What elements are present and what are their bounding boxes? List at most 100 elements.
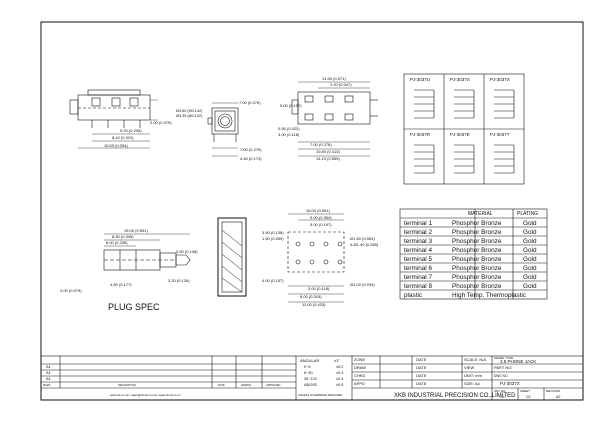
tolerance-cell: 6~30 <box>304 371 313 375</box>
material-cell: High Temp. Thermoplastic <box>452 292 527 299</box>
schematic-cell: PJ-3037S <box>450 77 475 119</box>
top-dim-2: 1.20 (0.047) <box>330 82 352 87</box>
material-cell: plastic <box>404 292 423 299</box>
tolerance-cell: ±0.2 <box>336 365 343 369</box>
material-cell: terminal 4 <box>404 247 433 254</box>
tolerance-cell: ABOVE <box>304 383 318 387</box>
tolerance-cell: 0~6 <box>304 365 310 369</box>
pcb-dim-11: 4-Ø1.40 (0.055) <box>350 242 379 247</box>
material-cell: Phosphor Bronze <box>452 265 502 272</box>
company-name: XKB INDUSTRIAL PRECISION CO.,LIMITED <box>394 393 516 399</box>
plug-spec: 15.00 (0.591) 8.50 (0.335) 6.00 (0.236) … <box>60 228 198 312</box>
dwg-value: PJ-3037X <box>500 381 520 386</box>
pcb-dim-2: 9.00 (0.354) <box>310 215 332 220</box>
schematic-label: PJ-3037U <box>410 77 430 82</box>
schematic-label: PJ-3037E <box>450 132 470 137</box>
material-cell: Phosphor Bronze <box>452 274 502 281</box>
material-cell: Gold <box>523 247 537 254</box>
tol-angular: ANGULAR <box>300 358 319 363</box>
material-cell: Gold <box>523 238 537 245</box>
side-dim-1: 2.00 (0.079) <box>150 120 172 125</box>
sheet-value-3: A0 <box>556 395 560 399</box>
front-dim-2: Ø3.60 (Ø0.142) <box>176 109 203 113</box>
front-dim-3: Ø3.35 (Ø0.132) <box>176 114 203 118</box>
plug-spec-label: PLUG SPEC <box>108 302 160 312</box>
material-cell: Gold <box>523 274 537 281</box>
pcb-dim-10: Ø1.60 (0.063) <box>350 236 375 241</box>
material-cell: Phosphor Bronze <box>452 256 502 263</box>
plug-dim-7: 2.00 (0.079) <box>60 288 82 293</box>
rev-3: A1 <box>46 376 52 381</box>
material-cell: terminal 6 <box>404 265 433 272</box>
pcb-dim-8: 8.00 (0.315) <box>300 294 322 299</box>
top-dim-7: 0.55 (0.022) <box>278 126 300 131</box>
lbl-appd: APPD <box>354 381 365 386</box>
lbl-model-type: MODEL TYPE <box>494 356 513 360</box>
rev-hdr-mark: MARK <box>43 383 51 387</box>
schematic-cell: PJ-3037U <box>410 77 435 119</box>
lbl-draw: DRAW <box>354 365 366 370</box>
schematic-cell: PJ-3037R <box>410 132 435 174</box>
material-cell: terminal 7 <box>404 274 433 281</box>
tolerance-cell: ±0.3 <box>336 371 343 375</box>
schematic-label: PJ-3037S <box>450 77 470 82</box>
pcb-dim-12: Ø1.00 (0.039) <box>350 282 375 287</box>
schematic-grid: PJ-3037U PJ-3037S PJ-3037X PJ-3037R PJ-3037E… <box>403 73 525 185</box>
lbl-date-4: DATE <box>416 381 427 386</box>
material-cell: Phosphor Bronze <box>452 229 502 236</box>
pcb-dim-4: 1.50 (0.059) <box>262 236 284 241</box>
lbl-scale: SCALE: N/A <box>464 357 486 362</box>
lbl-date-2: DATE <box>416 365 427 370</box>
material-cell: Gold <box>523 220 537 227</box>
model-value: 3.5 PHONE JACK <box>500 359 536 364</box>
lbl-chkd: CHKD <box>354 373 365 378</box>
lbl-part-no: PART NO: <box>494 365 512 370</box>
side-dim-4: 10.00 (0.394) <box>104 143 128 148</box>
pcb-layout: 15.00 (0.591) 9.00 (0.354) 3.50 (0.138) … <box>262 208 379 307</box>
lbl-sht: SHT NO. <box>494 389 506 393</box>
material-cell: Phosphor Bronze <box>452 283 502 290</box>
top-dim-8: 3.00 (0.118) <box>278 132 300 137</box>
rev-1: A1 <box>46 364 52 369</box>
pcb-dim-3: 3.50 (0.138) <box>262 230 284 235</box>
schematic-cell: PJ-3037E <box>450 132 475 174</box>
top-dim-6: 14.10 (0.555) <box>316 156 340 161</box>
pcb-dim-6: 4.00 (0.157) <box>262 278 284 283</box>
top-view: 14.50 (0.571) 1.20 (0.047) 5.00 (0.197) … <box>278 76 378 161</box>
side-dim-2: 5.20 (0.205) <box>120 128 142 133</box>
tolerance-cell: ±0.4 <box>336 377 343 381</box>
rev-hdr-date: DATE <box>218 383 225 387</box>
material-cell: terminal 3 <box>404 238 433 245</box>
material-cell: Gold <box>523 256 537 263</box>
lbl-revision: REVISION <box>546 389 560 393</box>
material-cell: Phosphor Bronze <box>452 247 502 254</box>
schematic-label: PJ-3037X <box>490 77 510 82</box>
rev-2: A1 <box>46 370 52 375</box>
plug-dim-2: 8.50 (0.335) <box>112 234 134 239</box>
side-dim-3: 8.10 (0.319) <box>112 135 134 140</box>
material-cell: Gold <box>523 283 537 290</box>
tol-note: UNLESS OTHERWISE SPECIFIED <box>298 393 342 397</box>
top-dim-3: 5.00 (0.197) <box>280 103 302 108</box>
side-view: 2.00 (0.079) 5.20 (0.205) 8.10 (0.319) 1… <box>69 89 172 149</box>
pcb-dim-9: 11.00 (0.433) <box>302 302 326 307</box>
top-dim-5: 10.50 (0.413) <box>316 149 340 154</box>
front-dim-1: 7.00 (0.276) <box>239 100 261 105</box>
lbl-sheet: SHEET <box>520 389 530 393</box>
material-cell: terminal 5 <box>404 256 433 263</box>
material-cell: terminal 1 <box>404 220 433 227</box>
material-cell: Gold <box>523 229 537 236</box>
cross-section <box>217 217 247 297</box>
front-dim-5: 4.40 (0.173) <box>240 156 262 161</box>
tolerance-cell: ±0.5 <box>336 383 343 387</box>
rev-hdr-desc: DESCRIPTION <box>118 383 136 387</box>
plug-dim-4: 4.50 (0.177) <box>110 282 132 287</box>
lbl-size: SIZE: A4 <box>464 381 481 386</box>
tol-angular-val: ±1° <box>334 358 340 363</box>
lbl-zone: ZONE <box>354 357 365 362</box>
material-cell: Phosphor Bronze <box>452 220 502 227</box>
title-block: A1 A1 A1 MARK DESCRIPTION DATE DRAWN APP… <box>40 355 584 401</box>
